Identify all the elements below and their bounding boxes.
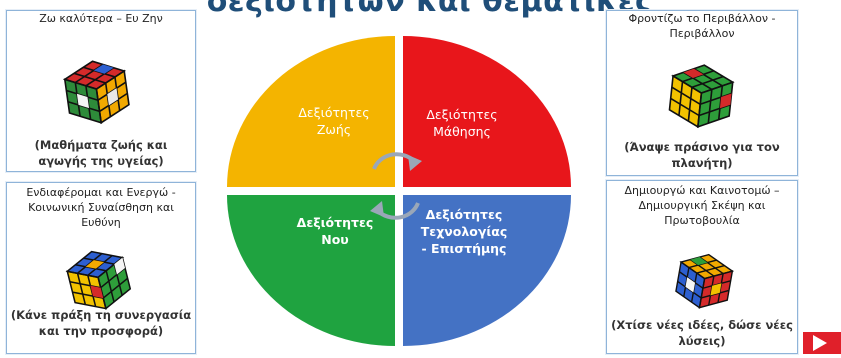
segment-life-line2: Ζωής [317, 122, 351, 137]
cycle-arrows-icon [370, 152, 422, 220]
box-header: Δημιουργώ και Καινοτομώ – Δημιουργική Σκ… [624, 184, 780, 227]
box-creativity: Δημιουργώ και Καινοτομώ – Δημιουργική Σκ… [606, 180, 841, 354]
segment-tech-line1: Δεξιότητες [426, 207, 503, 222]
segment-learning-line1: Δεξιότητες [426, 107, 497, 122]
segment-learning-line2: Μάθησης [433, 124, 491, 139]
box-environment: Φροντίζω το Περιβάλλον - Περιβάλλον (Άνα… [606, 10, 798, 176]
box-footer: (Χτίσε νέες ιδέες, δώσε νέες λύσεις) [611, 318, 793, 348]
rubiks-cube-icon [62, 60, 130, 125]
segment-tech-line3: - Επιστήμης [422, 241, 507, 256]
segment-tech-line2: Τεχνολογίας [421, 224, 508, 239]
next-button[interactable] [803, 332, 841, 354]
segment-life-line1: Δεξιότητες [298, 105, 369, 120]
rubiks-cube-icon [668, 64, 735, 129]
box-footer: (Μαθήματα ζωής και αγωγής της υγείας) [34, 138, 168, 168]
box-header: Ζω καλύτερα – Ευ Ζην [39, 12, 163, 25]
box-header: Φροντίζω το Περιβάλλον - Περιβάλλον [628, 12, 776, 40]
page-title: δεξιοτήτων και θεματικές [206, 0, 654, 19]
box-footer: (Κάνε πράξη τη συνεργασία και την προσφο… [10, 308, 192, 338]
segment-mind: Δεξιότητες Νου [227, 195, 395, 346]
skills-circle-diagram: Δεξιότητες Ζωής Δεξιότητες Μάθησης Δεξιό… [227, 36, 571, 346]
box-social-responsibility: Ενδιαφέρομαι και Ενεργώ - Κοινωνική Συνα… [6, 182, 196, 354]
segment-mind-line2: Νου [321, 232, 349, 247]
segment-mind-line1: Δεξιότητες [297, 215, 374, 230]
box-header: Ενδιαφέρομαι και Ενεργώ - Κοινωνική Συνα… [26, 186, 176, 229]
rubiks-cube-icon [675, 253, 734, 309]
rubiks-cube-icon [65, 250, 132, 310]
box-live-better: Ζω καλύτερα – Ευ Ζην (Μαθήματα ζωής και … [6, 10, 196, 172]
segment-life: Δεξιότητες Ζωής [227, 36, 395, 187]
next-arrow-icon [813, 335, 827, 351]
box-footer: (Άναψε πράσινο για τον πλανήτη) [624, 140, 780, 170]
segment-learning: Δεξιότητες Μάθησης [403, 36, 571, 187]
segment-tech: Δεξιότητες Τεχνολογίας - Επιστήμης [403, 195, 571, 346]
